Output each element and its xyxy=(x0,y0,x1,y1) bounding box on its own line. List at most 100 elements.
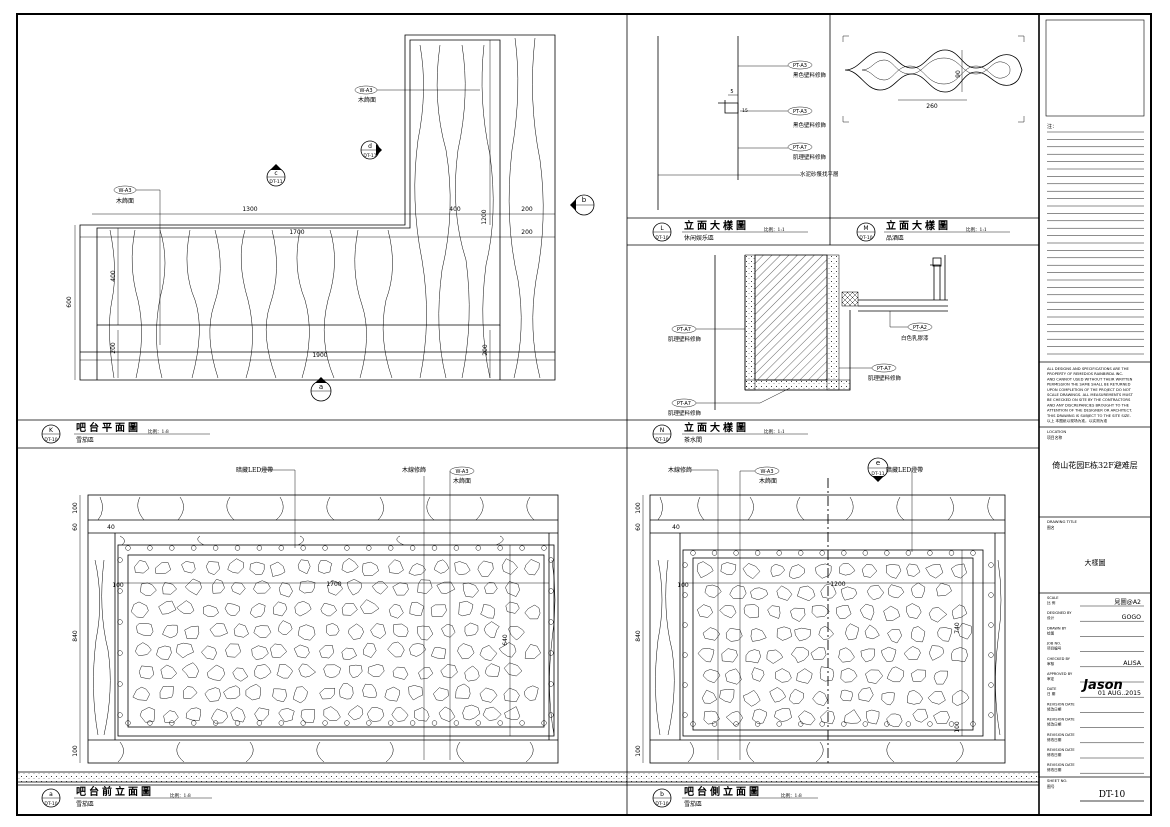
stone-shape xyxy=(245,683,261,701)
stone-shape xyxy=(416,625,434,641)
stone-shape xyxy=(272,688,287,703)
stone-shape xyxy=(703,710,720,725)
stone-shape xyxy=(251,645,269,660)
detail-n-label-1-name: 肌理壁料修飾 xyxy=(668,335,702,343)
stone-shape xyxy=(181,561,196,574)
stone-shape xyxy=(811,605,830,618)
stone-shape xyxy=(957,622,972,640)
stone-shape xyxy=(294,601,312,617)
stone-shape xyxy=(845,623,859,641)
disclaimer-text: ALL DESIGNS AND SPECIFICATIONS ARE THEPR… xyxy=(1046,367,1134,423)
side-callout-e-ref: DT-11 xyxy=(871,471,884,477)
stone-shape xyxy=(249,561,265,576)
tb-row-sub: 修改日期 xyxy=(1047,706,1062,711)
led-dot xyxy=(147,545,153,551)
location-label: LOCATION xyxy=(1047,429,1066,434)
side-label-wood-name: 木飾面 xyxy=(759,477,777,485)
led-dot xyxy=(548,619,554,625)
tb-row-label: REVISION DATE xyxy=(1047,748,1075,752)
stone-shape xyxy=(230,707,246,723)
stone-shape xyxy=(163,710,179,723)
stone-shape xyxy=(156,645,172,660)
stone-shape xyxy=(176,600,195,615)
stone-shape xyxy=(440,664,458,679)
stone-shape xyxy=(883,605,901,621)
led-dot xyxy=(169,720,175,726)
stone-shape xyxy=(702,627,721,641)
led-dot xyxy=(212,720,219,726)
led-dot xyxy=(431,720,438,726)
stone-shape xyxy=(479,645,498,661)
stone-shape xyxy=(745,649,761,664)
front-dim-100t: 100 xyxy=(72,502,79,514)
stone-shape xyxy=(925,564,944,579)
remarks-label: 注： xyxy=(1047,123,1057,130)
stone-shape xyxy=(434,559,450,574)
plan-dim-200d: 200 xyxy=(482,344,489,356)
stone-shape xyxy=(140,582,157,596)
led-dot xyxy=(117,681,123,687)
stone-shape xyxy=(417,579,433,594)
stone-shape xyxy=(155,562,171,574)
stone-shape xyxy=(936,582,952,597)
tb-row-sub: 审定 xyxy=(1047,676,1055,681)
plan-title: 吧台平面圖 xyxy=(76,421,141,434)
disclaimer-line: UPON COMPLETION OF THE PROJECT DO NOT xyxy=(1047,388,1132,392)
stone-shape xyxy=(430,646,447,659)
led-dot xyxy=(125,545,131,551)
stone-shape xyxy=(346,579,362,596)
callout-d-ref: DT-11 xyxy=(363,153,376,159)
tb-row-label: APPROVED BY xyxy=(1047,672,1073,676)
plan-panel: 1300 400 200 1700 200 1200 600 400 200 1… xyxy=(17,34,627,444)
front-label-wood-code: W-A3 xyxy=(455,469,468,475)
led-dot xyxy=(948,721,955,727)
led-dot xyxy=(988,682,994,688)
stone-shape xyxy=(408,685,423,701)
sheet-no-label: SHEET NO. xyxy=(1047,778,1067,783)
stone-shape xyxy=(864,624,880,640)
plan-dim-400v: 400 xyxy=(110,270,117,282)
stone-shape xyxy=(911,582,926,598)
led-dot xyxy=(366,720,372,726)
title-block-logo-box xyxy=(1045,19,1145,117)
led-dot xyxy=(927,550,933,556)
detail-n-labels: PT-A7 肌理壁料修飾 PT-A2 白色乳膠漆 PT-A7 肌理壁料修飾 PT… xyxy=(668,311,933,417)
front-floor xyxy=(17,771,627,783)
side-marker-ref: DT-10 xyxy=(655,801,668,807)
stone-shape xyxy=(361,561,379,577)
stone-shape xyxy=(928,607,948,623)
front-led-dots xyxy=(117,545,554,726)
led-dot xyxy=(754,721,761,727)
callout-a-letter: a xyxy=(319,383,323,391)
stone-shape xyxy=(254,664,272,680)
led-dot xyxy=(711,721,718,727)
front-stone-pattern xyxy=(130,558,541,724)
stone-shape xyxy=(360,599,380,614)
stone-shape xyxy=(887,629,902,644)
front-dimensions: 100 60 40 100 1700 840 640 100 xyxy=(72,495,549,763)
front-dim-40: 40 xyxy=(107,524,115,531)
side-dim-840: 840 xyxy=(635,630,642,642)
side-dim-100t: 100 xyxy=(635,502,642,514)
disclaimer-line: PERMISSION THE SAME SHALL BE RETURNED xyxy=(1047,383,1131,387)
detail-m-title-text: 立面大樣圖 xyxy=(886,219,951,232)
stone-shape xyxy=(885,564,902,579)
stone-shape xyxy=(697,604,713,618)
plan-dim-1200: 1200 xyxy=(481,209,488,224)
detail-n-plaster-side xyxy=(826,254,840,391)
led-dot xyxy=(988,652,994,658)
side-label-led: 暗藏LED燈帶 xyxy=(886,466,923,474)
stone-shape xyxy=(861,564,878,578)
stone-shape xyxy=(341,647,357,660)
led-dot xyxy=(453,545,460,551)
stone-shape xyxy=(464,622,479,637)
led-dot xyxy=(862,550,868,556)
tb-row-value: ALISA xyxy=(1123,660,1142,667)
detail-l-bottom-note: 水泥砂漿找平層 xyxy=(800,170,839,178)
stone-shape xyxy=(766,649,784,664)
stone-shape xyxy=(184,578,202,596)
stone-shape xyxy=(704,584,722,598)
stone-shape xyxy=(341,558,359,573)
stone-shape xyxy=(253,625,272,638)
stone-shape xyxy=(702,669,721,684)
